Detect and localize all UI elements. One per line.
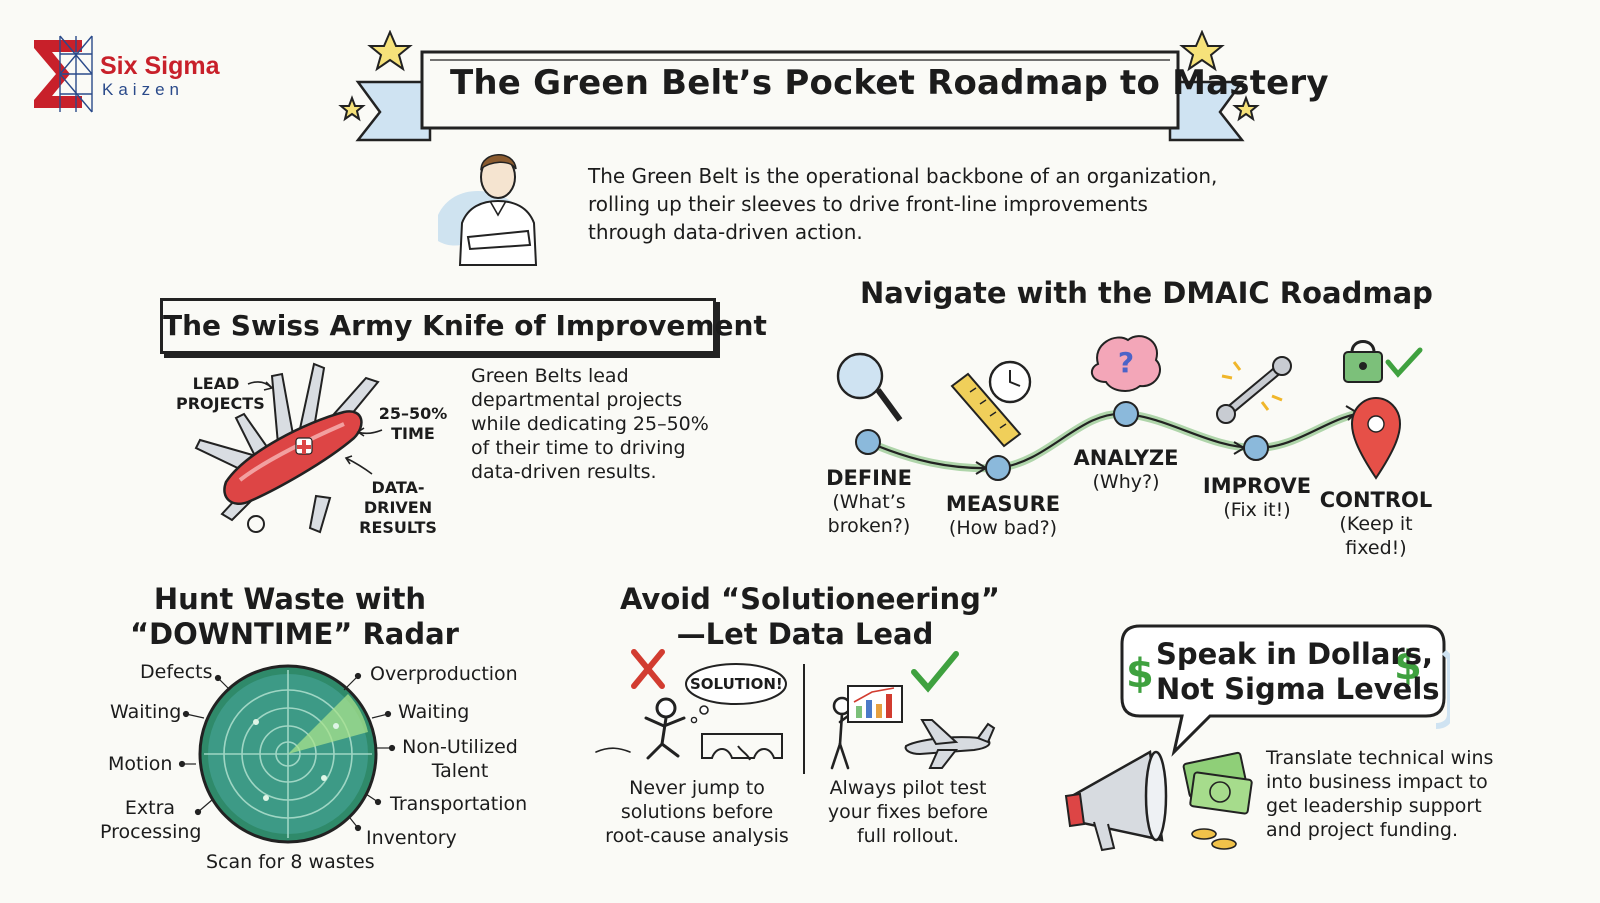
radar-label-transportation: Transportation [390,793,528,815]
dmaic-step-analyze: ANALYZE (Why?) [1066,446,1186,494]
page-title: The Green Belt’s Pocket Roadmap to Maste… [450,63,1329,103]
wrench-icon [1216,356,1292,424]
logo: Six Sigma Kaizen [30,34,240,114]
solution-illustration [595,649,996,774]
megaphone-money-icon [1064,750,1253,852]
step-question: (Fix it!) [1223,499,1291,521]
knife-text: Green Belts lead departmental projects w… [471,365,709,483]
radar-label-non-utilized-talent: Non-Utilized Talent [402,736,518,782]
dmaic-step-improve: IMPROVE (Fix it!) [1200,474,1314,522]
radar-label-waiting-right: Waiting [398,701,470,723]
solution-bubble-text: SOLUTION! [690,675,783,693]
solution-heading-2: —Let Data Lead [676,617,934,651]
intro-text: The Green Belt is the operational backbo… [588,164,1218,244]
waste-heading-2: “DOWNTIME” Radar [130,617,459,651]
radar-label-overproduction: Overproduction [370,663,518,685]
radar-label-defects: Defects [140,661,213,683]
solution-left-caption: Never jump to solutions before root-caus… [605,777,789,847]
knife-heading-box [160,298,716,354]
solution-right-caption: Always pilot test your fixes before full… [827,777,989,847]
radar-icon [198,664,378,844]
money-icon [1182,751,1253,850]
knife-label-time: 25–50% TIME [378,404,448,443]
brain-question-icon: ? [1090,335,1161,392]
step-question: (Keep it fixed!) [1339,513,1413,559]
step-name: IMPROVE [1202,474,1312,498]
map-pin-icon [1350,396,1402,480]
dmaic-heading: Navigate with the DMAIC Roadmap [860,276,1433,310]
dollars-speech-bubble [1120,624,1450,757]
solution-heading-1: Avoid “Solutioneering” [620,582,1000,616]
radar-caption: Scan for 8 wastes [206,851,375,873]
dmaic-step-measure: MEASURE (How bad?) [938,492,1068,540]
speech-bubble-icon [685,663,787,724]
chart-board-icon [847,685,903,723]
dollars-heading-2: Not Sigma Levels [1156,672,1440,706]
title-banner [338,30,1260,142]
lock-icon [1343,340,1383,383]
sigma-logo-icon [34,35,93,113]
logo-line1: Six Sigma [100,52,220,80]
broken-bridge-icon [701,733,783,761]
step-name: CONTROL [1319,488,1433,512]
dollars-heading-1: Speak in Dollars, [1156,637,1433,671]
knife-heading: The Swiss Army Knife of Improvement [163,309,767,342]
logo-line2: Kaizen [102,80,184,99]
knife-label-data: DATA-DRIVEN RESULTS [359,478,437,537]
step-question: (Why?) [1092,471,1160,493]
step-question: (How bad?) [948,517,1058,539]
clock-icon [988,360,1032,404]
check-icon [911,651,959,693]
dmaic-path: ? [836,335,1423,481]
knife-arrows [247,381,383,475]
radar-label-waiting-left: Waiting [110,701,182,723]
svg-text:?: ? [1118,346,1134,379]
step-name: MEASURE [945,492,1061,516]
check-icon [1385,347,1423,378]
radar-label-inventory: Inventory [366,827,457,849]
x-icon [631,649,665,689]
ruler-icon [950,372,1022,448]
magnifier-icon [836,352,903,422]
dollar-sign-right: $ [1394,643,1422,689]
megaphone-icon [1064,750,1168,852]
knife-label-lead: LEAD PROJECTS [176,374,265,413]
airplane-icon [904,719,996,769]
dmaic-step-define: DEFINE (What’s broken?) [814,466,924,538]
dmaic-node [855,401,1269,481]
radar-label-motion: Motion [108,753,173,775]
swiss-knife-icon [194,362,380,534]
step-name: ANALYZE [1073,446,1179,470]
dollar-sign-left: $ [1126,651,1154,697]
step-name: DEFINE [826,466,912,490]
dmaic-step-control: CONTROL (Keep it fixed!) [1316,488,1436,560]
person-icon [438,154,538,266]
waste-heading-1: Hunt Waste with [153,582,427,616]
step-question: (What’s broken?) [827,491,911,537]
dollars-text: Translate technical wins into business i… [1266,747,1494,841]
star-icon [338,30,1260,122]
radar-label-extra-processing: Extra Processing [100,797,202,843]
jumping-person-icon [595,697,686,760]
radar-leader-lines [178,672,396,832]
